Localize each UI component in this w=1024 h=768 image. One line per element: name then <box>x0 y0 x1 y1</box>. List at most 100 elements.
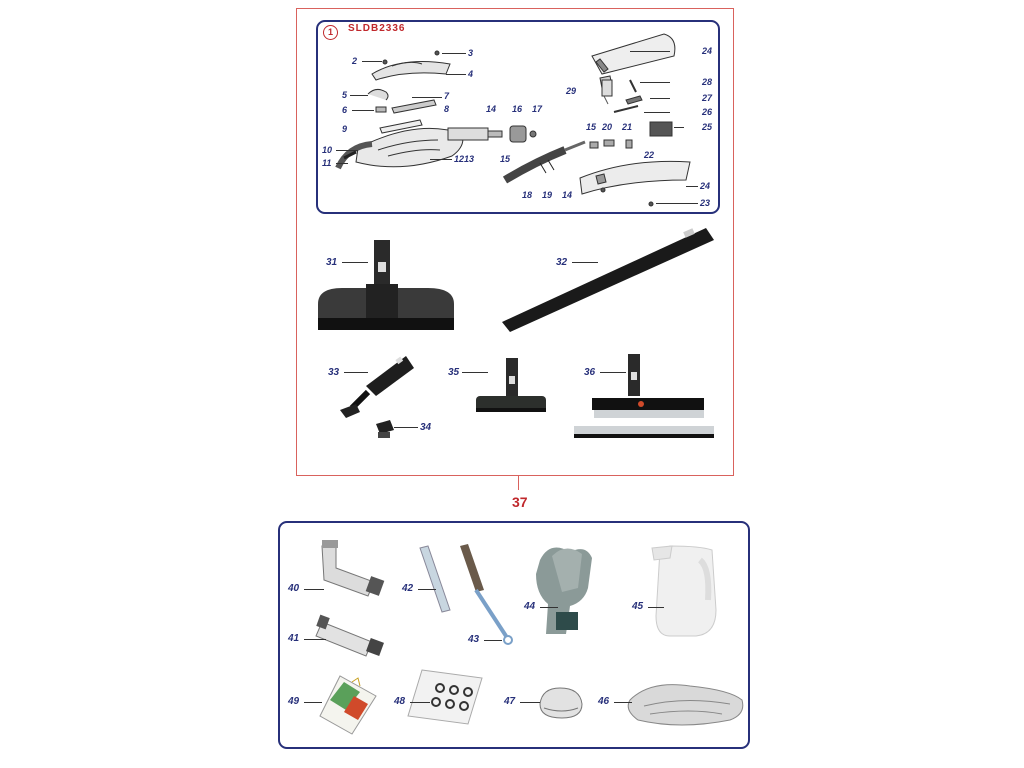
leader-25 <box>674 127 684 128</box>
callout-9: 9 <box>342 124 348 134</box>
small-nozzle-icon <box>340 356 414 418</box>
callout-15-right: 15 <box>586 122 597 132</box>
leader-26 <box>644 112 670 113</box>
leader-45 <box>648 607 664 608</box>
callout-22: 22 <box>644 150 655 160</box>
callout-42: 42 <box>402 583 414 594</box>
leader-7 <box>412 97 442 98</box>
callout-13: 13 <box>464 154 475 164</box>
callout-25: 25 <box>702 122 713 132</box>
callout-8: 8 <box>444 104 450 114</box>
callout-44: 44 <box>524 601 536 612</box>
straight-adapter-icon <box>315 614 384 657</box>
callout-46: 46 <box>598 696 610 707</box>
extras-panel <box>278 521 750 749</box>
callout-35: 35 <box>448 367 460 378</box>
leader-2 <box>362 61 382 62</box>
round-brush-tip-icon <box>376 420 394 438</box>
callout-48: 48 <box>394 696 406 707</box>
leader-31 <box>342 262 368 263</box>
callout-11: 11 <box>322 158 332 168</box>
callout-31: 31 <box>326 257 338 268</box>
leader-24b <box>686 186 698 187</box>
leader-5 <box>350 95 368 96</box>
leader-36 <box>600 372 626 373</box>
leader-3 <box>442 53 466 54</box>
leader-12 <box>430 159 452 160</box>
callout-12: 12 <box>454 154 465 164</box>
bottle-brush-icon <box>460 544 513 645</box>
gloves-icon <box>536 547 592 634</box>
leader-24a <box>630 51 670 52</box>
leader-44 <box>540 607 558 608</box>
leader-33 <box>344 372 368 373</box>
callout-43: 43 <box>468 634 480 645</box>
model-code: SLDB2336 <box>348 23 406 34</box>
leader-34 <box>394 427 418 428</box>
leader-46 <box>614 702 632 703</box>
water-jug-icon <box>651 545 717 637</box>
callout-49: 49 <box>288 696 300 707</box>
assembly-badge: 1 <box>323 25 338 40</box>
manual-booklet-icon <box>319 675 377 735</box>
callout-20: 20 <box>602 122 613 132</box>
exploded-view-panel <box>316 20 720 214</box>
cap-cover-icon <box>539 687 583 719</box>
leader-32 <box>572 262 598 263</box>
assembly-number: 37 <box>512 494 528 510</box>
steam-gun-handle-icon <box>335 33 691 207</box>
callout-34: 34 <box>420 422 432 433</box>
callout-33: 33 <box>328 367 340 378</box>
callout-29: 29 <box>566 86 577 96</box>
leader-48 <box>410 702 430 703</box>
leader-4 <box>446 74 466 75</box>
callout-6: 6 <box>342 105 348 115</box>
callout-14-top: 14 <box>486 104 497 114</box>
leader-49 <box>304 702 322 703</box>
callout-24-top: 24 <box>702 46 713 56</box>
callout-15-left: 15 <box>500 154 511 164</box>
gasket-kit-icon <box>407 669 483 725</box>
leader-11 <box>336 163 348 164</box>
window-squeegee-icon <box>574 354 714 438</box>
callout-32: 32 <box>556 257 568 268</box>
leader-10 <box>336 150 358 151</box>
callout-10: 10 <box>322 145 333 155</box>
callout-19: 19 <box>542 190 553 200</box>
callout-28: 28 <box>702 77 713 87</box>
callout-3: 3 <box>468 48 474 58</box>
upholstery-tool-icon <box>476 358 546 412</box>
leader-43 <box>484 640 502 641</box>
callout-4: 4 <box>468 69 474 79</box>
callout-26: 26 <box>702 107 713 117</box>
leader-27 <box>650 98 670 99</box>
callout-18: 18 <box>522 190 533 200</box>
leader-40 <box>304 589 324 590</box>
callout-23: 23 <box>700 198 711 208</box>
leader-28 <box>640 82 670 83</box>
callout-17: 17 <box>532 104 543 114</box>
wide-floor-brush-icon <box>318 240 454 330</box>
leader-23 <box>656 203 698 204</box>
assembly-connector <box>518 476 519 490</box>
callout-41: 41 <box>288 633 300 644</box>
callout-45: 45 <box>632 601 644 612</box>
leader-35 <box>462 372 488 373</box>
callout-47: 47 <box>504 696 516 707</box>
callout-24-bottom: 24 <box>700 181 711 191</box>
leader-6 <box>352 110 374 111</box>
leader-42 <box>418 589 436 590</box>
callout-7: 7 <box>444 91 450 101</box>
callout-2: 2 <box>352 56 358 66</box>
elbow-adapter-icon <box>321 540 385 597</box>
callout-21: 21 <box>622 122 633 132</box>
callout-27: 27 <box>702 93 713 103</box>
callout-14-bottom: 14 <box>562 190 573 200</box>
assembly-frame <box>296 8 734 476</box>
leader-41 <box>304 639 326 640</box>
extension-tube-icon <box>502 228 714 332</box>
leader-47 <box>520 702 540 703</box>
callout-36: 36 <box>584 367 596 378</box>
callout-5: 5 <box>342 90 348 100</box>
